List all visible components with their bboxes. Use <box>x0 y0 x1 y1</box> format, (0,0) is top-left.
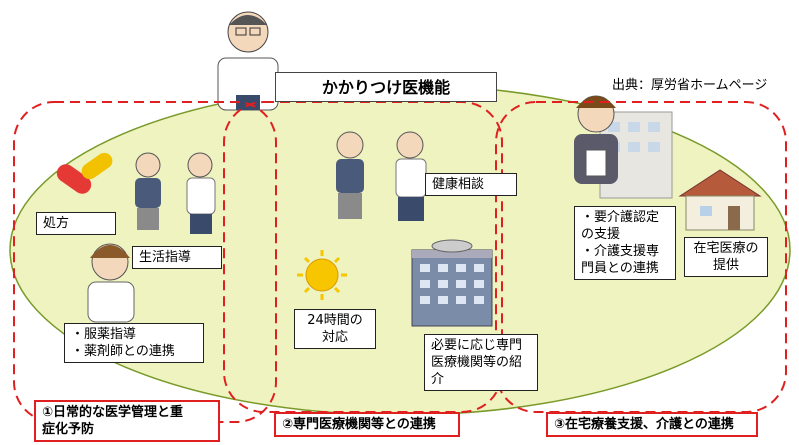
hospital-building-illustration <box>411 239 493 327</box>
house-illustration <box>678 169 762 231</box>
consultation-illustration-left <box>135 152 216 234</box>
label-home-care: 在宅医療の 提供 <box>684 237 768 277</box>
label-lifestyle-guidance: 生活指導 <box>132 246 222 269</box>
pharmacist-illustration <box>87 243 135 323</box>
section-2-frame <box>223 101 503 413</box>
source-note: 出典：厚労省ホームページ <box>612 78 768 93</box>
label-prescription: 処方 <box>36 212 116 235</box>
label-medication-guidance: ・服薬指導 ・薬剤師との連携 <box>64 323 204 363</box>
section-3-frame <box>495 101 787 413</box>
label-specialist-referral: 必要に応じ専門 医療機関等の紹 介 <box>424 334 538 391</box>
care-worker-illustration <box>574 95 618 184</box>
section-2-label: ②専門医療機関等との連携 <box>274 412 460 437</box>
diagram-title: かかりつけ医機能 <box>275 72 497 102</box>
pills-illustration <box>56 152 113 194</box>
label-24h-response: 24時間の 対応 <box>294 309 376 349</box>
section-1-label: ①日常的な医学管理と重 症化予防 <box>34 400 220 442</box>
sun-moon-illustration <box>297 250 378 300</box>
label-health-consultation: 健康相談 <box>425 173 517 196</box>
label-care-certification: ・要介護認定 の支援 ・介護支援専 門員との連携 <box>574 206 676 280</box>
section-1-frame <box>13 101 277 423</box>
consultation-illustration-center <box>336 131 427 221</box>
section-3-label: ③在宅療養支援、介護との連携 <box>546 412 758 437</box>
doctor-illustration <box>217 11 279 111</box>
